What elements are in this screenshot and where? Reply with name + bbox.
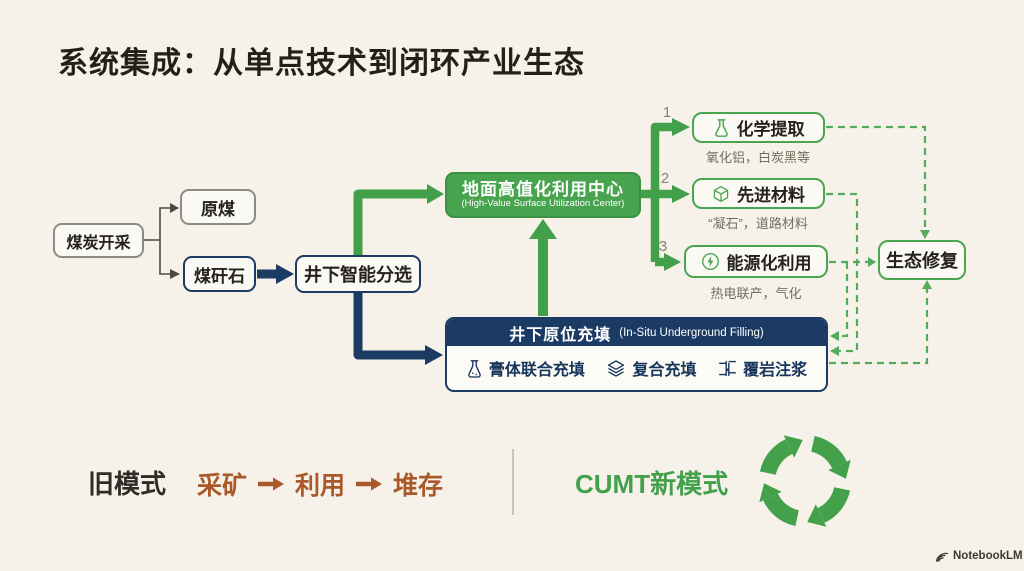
branch-number-1: 1 <box>662 104 672 121</box>
page-title: 系统集成：从单点技术到闭环产业生态 <box>58 47 585 80</box>
branch-number-3: 3 <box>658 238 668 255</box>
cube-icon <box>713 185 729 202</box>
node-chemical-extraction: 化学提取 <box>692 112 825 143</box>
filling-item-grouting: 覆岩注浆 <box>718 356 807 380</box>
connector-mining-branches <box>144 207 170 275</box>
filling-item-paste: 膏体联合充填 <box>466 356 585 380</box>
arrowheads-mining-branches <box>170 203 180 279</box>
node-eco-restoration: 生态修复 <box>878 240 966 280</box>
node-surface-center: 地面高值化利用中心 (High-Value Surface Utilizatio… <box>445 172 641 218</box>
energy-icon <box>701 253 719 270</box>
filling-item-composite: 复合充填 <box>606 356 696 380</box>
old-model-label: 旧模式 <box>88 469 167 499</box>
connector-filling-to-center <box>529 219 557 316</box>
layers-icon <box>608 359 625 377</box>
node-title: 地面高值化利用中心 <box>462 179 624 199</box>
filling-item-label: 膏体联合充填 <box>488 362 585 379</box>
new-model-label: CUMT新模式 <box>575 469 729 499</box>
node-subtitle: (High-Value Surface Utilization Center) <box>461 198 625 210</box>
output-subtitle: 氧化铝，白炭黑等 <box>705 150 810 165</box>
connector-gangue-to-sorting <box>257 264 294 284</box>
old-step-mining: 采矿 <box>197 472 248 500</box>
section-divider <box>512 449 514 515</box>
node-label: 煤矸石 <box>194 266 245 286</box>
flask-icon <box>714 119 728 137</box>
flask-icon <box>467 359 481 378</box>
node-label: 原煤 <box>201 199 235 219</box>
watermark-text: NotebookLM <box>953 550 1023 562</box>
recycle-icon <box>759 435 851 527</box>
old-step-stockpiling: 堆存 <box>393 472 444 500</box>
node-advanced-materials: 先进材料 <box>692 178 825 209</box>
node-label: 先进材料 <box>737 186 805 205</box>
node-label: 井下智能分选 <box>304 265 412 285</box>
node-label: 能源化利用 <box>726 254 812 273</box>
connector-sorting-to-center <box>353 184 444 256</box>
notebooklm-icon <box>935 552 949 562</box>
arrow-right-icon <box>258 477 285 491</box>
watermark: NotebookLM <box>935 550 1023 562</box>
filling-items: 膏体联合充填 复合充填 覆岩注浆 <box>447 346 826 390</box>
connector-sorting-to-filling <box>353 293 443 365</box>
node-label: 化学提取 <box>736 120 805 139</box>
node-underground-sorting: 井下智能分选 <box>295 255 421 293</box>
old-step-utilization: 利用 <box>295 472 346 500</box>
filling-item-label: 覆岩注浆 <box>743 362 808 379</box>
node-underground-filling: 井下原位充填 (In-Situ Underground Filling) 膏体联… <box>445 317 828 392</box>
node-raw-coal: 原煤 <box>180 189 256 225</box>
filling-header: 井下原位充填 (In-Situ Underground Filling) <box>447 319 826 346</box>
node-coal-mining: 煤炭开采 <box>53 223 144 258</box>
filling-subtitle: (In-Situ Underground Filling) <box>619 326 764 339</box>
node-energy-utilization: 能源化利用 <box>684 245 828 278</box>
grouting-icon <box>719 360 737 376</box>
output-subtitle: “凝石”，道路材料 <box>708 216 808 231</box>
old-model-flow: 采矿 利用 堆存 <box>197 466 443 502</box>
node-label: 煤炭开采 <box>66 234 131 252</box>
node-coal-gangue: 煤矸石 <box>183 256 256 292</box>
branch-number-2: 2 <box>660 170 670 187</box>
output-subtitle: 热电联产，气化 <box>710 286 802 301</box>
arrow-right-icon <box>356 477 383 491</box>
filling-title: 井下原位充填 <box>509 326 612 344</box>
node-label: 生态修复 <box>886 251 958 271</box>
filling-item-label: 复合充填 <box>632 362 697 379</box>
